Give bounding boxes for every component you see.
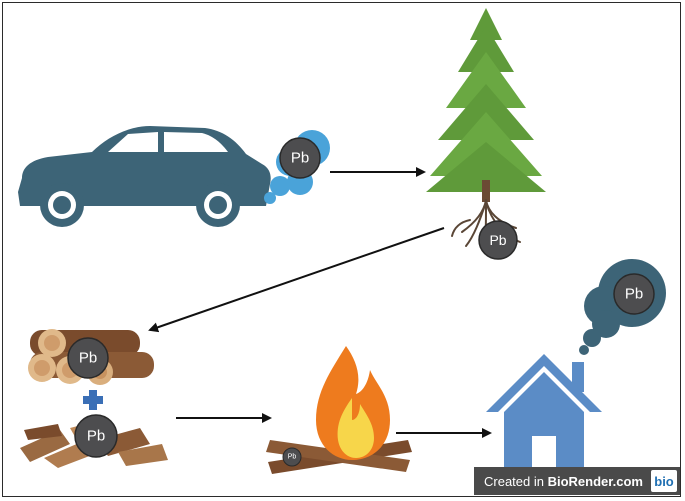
pb-badge-logs: Pb [67,337,109,379]
tree-icon [426,8,546,202]
house-icon [486,354,602,470]
pb-label: Pb [288,454,297,461]
pb-badge-fire: Pb [282,447,302,467]
watermark-text: Created in BioRender.com [474,474,651,489]
watermark-prefix: Created in [484,473,548,489]
arrow-tree-to-logs [148,227,445,333]
pb-label: Pb [489,232,506,248]
campfire-icon [266,346,412,474]
biorender-logo-icon: bio [651,470,677,492]
biorender-watermark[interactable]: Created in BioRender.com bio [474,467,680,495]
pb-label: Pb [79,350,97,367]
pb-badge-roots: Pb [478,220,518,260]
watermark-brand: BioRender.com [547,473,643,489]
pb-badge-exhaust: Pb [279,137,321,179]
pb-label: Pb [291,150,309,167]
pb-label: Pb [87,428,105,445]
car-icon [18,126,271,227]
diagram-frame [2,2,681,497]
plus-icon [83,390,103,410]
pb-badge-smoke: Pb [613,273,655,315]
pb-label: Pb [625,286,643,303]
pb-badge-woodchips: Pb [74,414,118,458]
